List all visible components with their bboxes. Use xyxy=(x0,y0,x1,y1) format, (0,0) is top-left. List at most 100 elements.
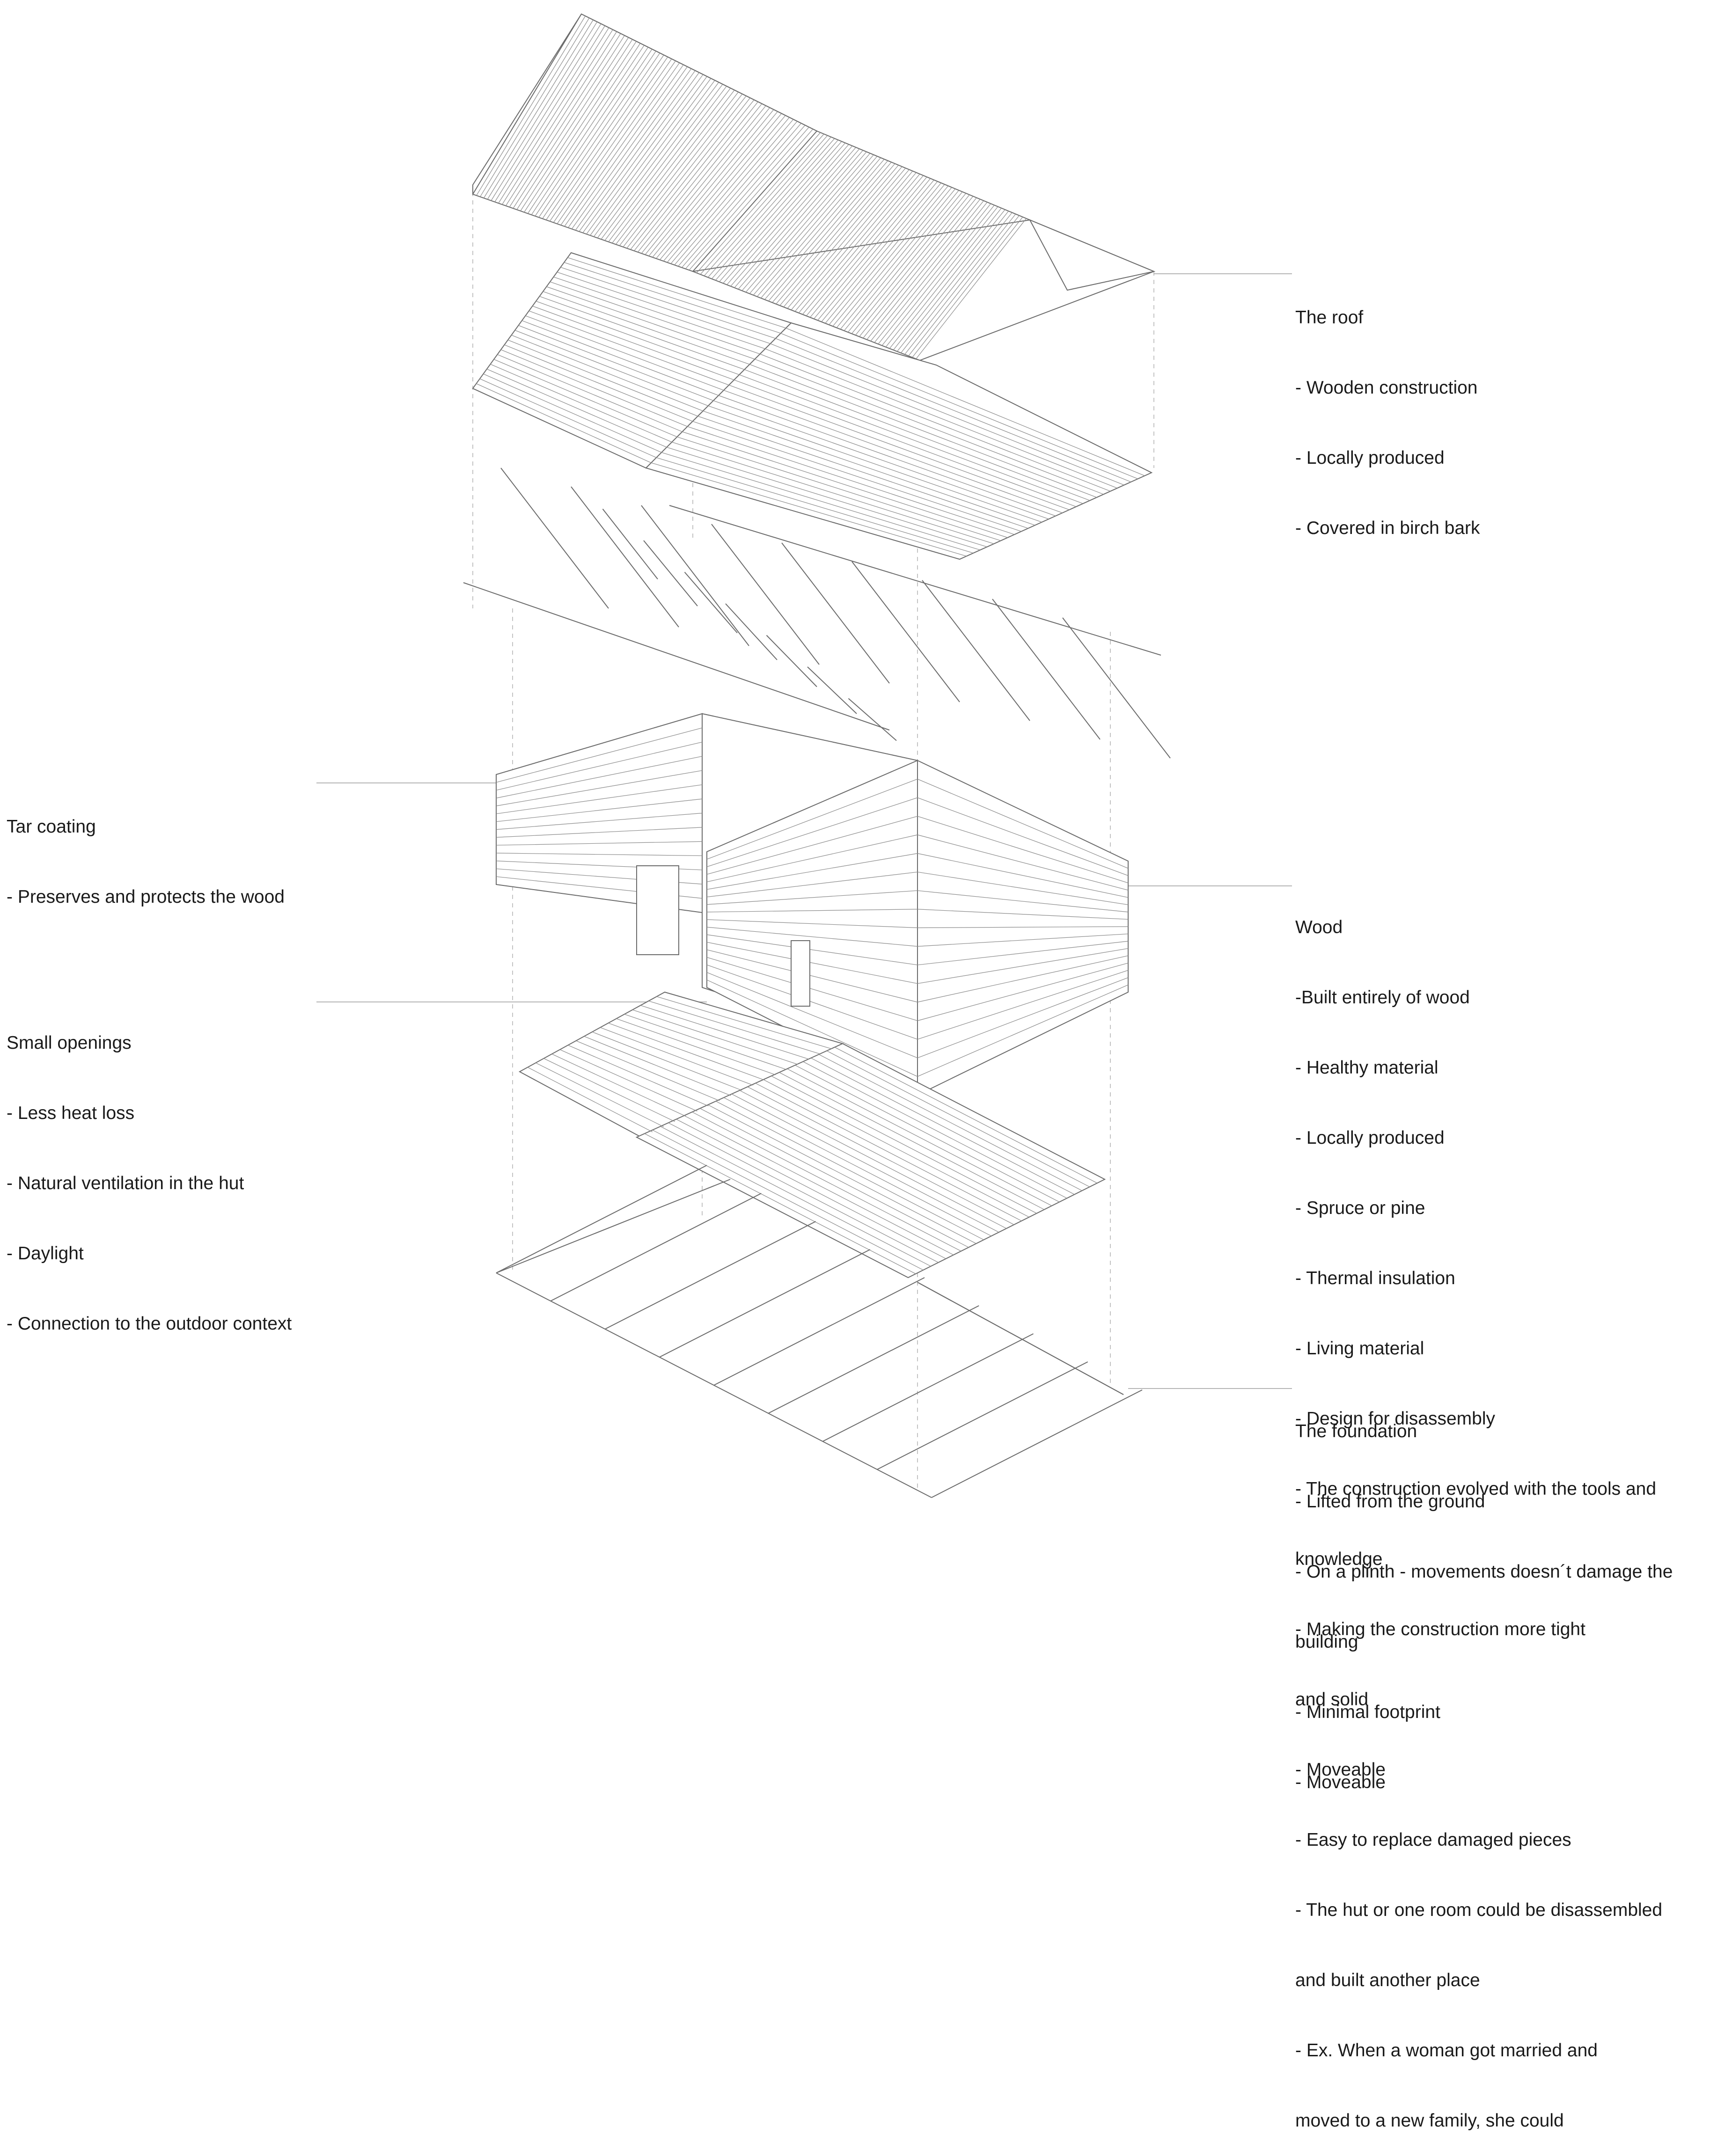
roof-board xyxy=(734,380,1077,507)
roof-board xyxy=(765,348,1118,489)
wall-log xyxy=(917,816,1129,884)
roof-board xyxy=(687,426,1015,535)
rafter xyxy=(851,561,960,702)
floor-board xyxy=(668,1122,939,1263)
floor-board xyxy=(787,1068,1052,1206)
label-item: - Moveable xyxy=(1295,1772,1386,1792)
roof-strip xyxy=(586,74,704,234)
roof-board xyxy=(780,333,1138,479)
roof-strip xyxy=(579,70,696,232)
floor-board xyxy=(592,1031,742,1091)
roof-strip xyxy=(520,39,633,212)
roof-strip xyxy=(616,90,735,245)
foundation-joist xyxy=(931,1389,1143,1498)
roof-board xyxy=(703,410,1035,526)
roof-strip xyxy=(476,15,586,196)
floor-board xyxy=(755,1083,1022,1221)
roof-board xyxy=(536,301,740,375)
wall-log xyxy=(496,853,703,856)
wall-log xyxy=(706,853,918,890)
roof-board xyxy=(560,267,776,339)
roof-strip xyxy=(550,55,664,222)
roof-strip xyxy=(542,51,656,219)
roof-strip xyxy=(870,200,984,342)
label-title: Small openings xyxy=(7,1033,132,1053)
roof-board xyxy=(708,405,1042,523)
roof-board xyxy=(532,306,734,380)
label-item: - Covered in birch bark xyxy=(1295,518,1480,538)
wall-log xyxy=(917,933,1129,947)
label-item: building xyxy=(1295,1632,1358,1652)
roof-strip xyxy=(749,153,871,294)
wall-log xyxy=(706,909,918,913)
roof-board xyxy=(656,457,974,554)
label-item: - Healthy material xyxy=(1295,1058,1438,1078)
roof-strip xyxy=(893,209,1005,351)
roof-strip xyxy=(916,218,1027,359)
label-item: - Spruce or pine xyxy=(1295,1198,1425,1218)
roof-outer-layer xyxy=(472,13,1156,361)
roof-board xyxy=(718,395,1056,517)
roof-strip xyxy=(670,119,794,264)
wall-log xyxy=(706,979,918,1077)
roof-strip xyxy=(682,125,806,268)
roof-strip xyxy=(641,103,763,254)
roof-board xyxy=(507,339,698,417)
floor-board xyxy=(834,1047,1098,1184)
roof-strip xyxy=(727,144,849,285)
rafter xyxy=(781,542,890,684)
roof-strip xyxy=(502,29,613,205)
roof-board xyxy=(500,349,688,427)
roof-strip xyxy=(840,189,956,329)
rafter xyxy=(725,603,778,660)
floor-board xyxy=(779,1072,1045,1210)
roof-strip xyxy=(634,99,755,251)
floor-board xyxy=(700,1108,969,1248)
roof-strip xyxy=(885,206,998,347)
roof-strip xyxy=(863,197,977,338)
floor-board xyxy=(660,1126,931,1267)
wall-log xyxy=(706,927,918,947)
roof-strip xyxy=(719,141,842,282)
wall-log xyxy=(706,816,918,875)
label-title: Wood xyxy=(1295,917,1343,937)
roof-strip xyxy=(696,132,821,273)
roof-strip xyxy=(535,47,649,217)
roof-strip xyxy=(768,160,888,301)
label-small-openings: Small openings - Less heat loss - Natura… xyxy=(7,985,292,1359)
label-item: - Wooden construction xyxy=(1295,378,1478,398)
wall-log xyxy=(496,812,703,830)
wall-log xyxy=(917,909,1129,920)
roof-strip xyxy=(897,211,1009,352)
roof-strip xyxy=(509,33,621,207)
roof-strip xyxy=(753,154,874,296)
rafter xyxy=(711,524,820,665)
wall-log xyxy=(917,834,1129,891)
roof-strip xyxy=(564,62,680,227)
roof-strip xyxy=(908,215,1020,356)
label-item: - Daylight xyxy=(7,1243,84,1264)
roof-strip xyxy=(874,202,988,343)
roof-board xyxy=(564,262,781,334)
roof-strip xyxy=(480,18,590,197)
roof-strip xyxy=(630,97,750,250)
wall-log xyxy=(706,890,918,905)
roof-board xyxy=(723,390,1063,513)
floor-board xyxy=(644,1133,916,1274)
label-item: - Connection to the outdoor context xyxy=(7,1314,292,1334)
label-item: - The hut or one room could be disassemb… xyxy=(1295,1900,1663,1920)
foundation-joist xyxy=(496,1165,707,1273)
roof-strip xyxy=(912,217,1023,358)
label-item: - Design for disassembly xyxy=(1295,1409,1495,1429)
rafter xyxy=(641,505,749,646)
roof-board xyxy=(528,310,729,386)
wall-log xyxy=(917,970,1129,1040)
roof-strip xyxy=(810,176,927,318)
roof-strip xyxy=(832,185,949,327)
roof-strip xyxy=(638,102,758,253)
roof-board xyxy=(785,328,1145,476)
roof-strip xyxy=(734,147,856,288)
roof-strip xyxy=(889,208,1002,349)
label-item: - Lifted from the ground xyxy=(1295,1491,1485,1512)
roof-strip xyxy=(648,107,770,256)
